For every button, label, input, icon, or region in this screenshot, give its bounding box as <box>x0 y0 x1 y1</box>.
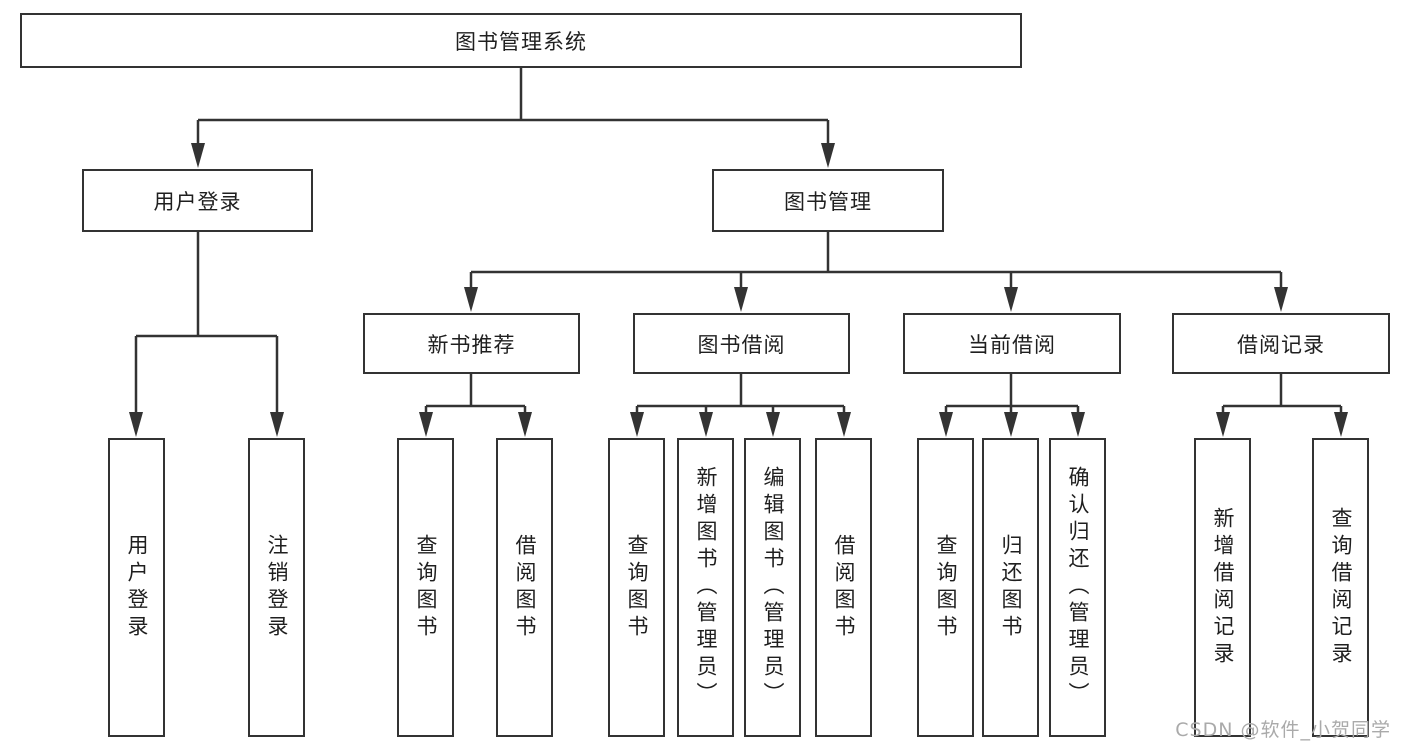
arrow-down-icon <box>1004 287 1018 312</box>
node-root: 图书管理系统 <box>20 13 1022 68</box>
leaf-label: 借阅图书 <box>832 533 856 642</box>
leaf-label: 新增图书（管理员） <box>694 466 718 709</box>
node-book-management: 图书管理 <box>712 169 944 232</box>
leaf-label: 借阅图书 <box>513 533 537 642</box>
connector-userlogin-to-leaves <box>134 232 279 430</box>
leaf-label: 新增借阅记录 <box>1211 506 1235 669</box>
leaf-query-book-borrow: 查询图书 <box>608 438 665 737</box>
connector-root-to-level2 <box>196 68 830 160</box>
leaf-query-book-newrec: 查询图书 <box>397 438 454 737</box>
arrow-down-icon <box>821 143 835 168</box>
arrow-down-icon <box>699 412 713 437</box>
leaf-query-book-current: 查询图书 <box>917 438 974 737</box>
arrow-down-icon <box>419 412 433 437</box>
leaf-label: 查询图书 <box>414 533 438 642</box>
leaf-return-book: 归还图书 <box>982 438 1039 737</box>
leaf-label: 确认归还（管理员） <box>1066 466 1090 709</box>
leaf-label: 注销登录 <box>265 533 289 642</box>
arrow-down-icon <box>630 412 644 437</box>
leaf-label: 用户登录 <box>125 533 149 642</box>
arrow-down-icon <box>129 412 143 437</box>
arrow-down-icon <box>837 412 851 437</box>
arrow-down-icon <box>1274 287 1288 312</box>
arrow-down-icon <box>270 412 284 437</box>
leaf-add-borrow-record: 新增借阅记录 <box>1194 438 1251 737</box>
leaf-label: 查询图书 <box>625 533 649 642</box>
arrow-down-icon <box>464 287 478 312</box>
connector-newbook-to-leaves <box>424 374 527 430</box>
leaf-label: 查询借阅记录 <box>1329 506 1353 669</box>
arrow-down-icon <box>1334 412 1348 437</box>
arrow-down-icon <box>1071 412 1085 437</box>
leaf-edit-book-admin: 编辑图书（管理员） <box>744 438 801 737</box>
leaf-user-login: 用户登录 <box>108 438 165 737</box>
leaf-borrow-book: 借阅图书 <box>815 438 872 737</box>
connector-borrowrecords-to-leaves <box>1221 374 1343 430</box>
leaf-add-book-admin: 新增图书（管理员） <box>677 438 734 737</box>
arrow-down-icon <box>734 287 748 312</box>
node-user-login: 用户登录 <box>82 169 313 232</box>
leaf-label: 查询图书 <box>934 533 958 642</box>
arrow-down-icon <box>1216 412 1230 437</box>
arrow-down-icon <box>518 412 532 437</box>
leaf-query-borrow-record: 查询借阅记录 <box>1312 438 1369 737</box>
arrow-down-icon <box>191 143 205 168</box>
leaf-label: 归还图书 <box>999 533 1023 642</box>
leaf-confirm-return-admin: 确认归还（管理员） <box>1049 438 1106 737</box>
leaf-borrow-book-newrec: 借阅图书 <box>496 438 553 737</box>
connector-bookborrow-to-leaves <box>635 374 846 430</box>
node-book-borrow: 图书借阅 <box>633 313 850 374</box>
node-current-borrow: 当前借阅 <box>903 313 1121 374</box>
leaf-label: 编辑图书（管理员） <box>761 466 785 709</box>
connector-bookmgmt-to-level3 <box>469 232 1283 305</box>
node-borrow-records: 借阅记录 <box>1172 313 1390 374</box>
arrow-down-icon <box>939 412 953 437</box>
leaf-logout: 注销登录 <box>248 438 305 737</box>
arrow-down-icon <box>766 412 780 437</box>
arrow-down-icon <box>1004 412 1018 437</box>
arrowheads <box>129 143 1348 437</box>
node-new-book-recommend: 新书推荐 <box>363 313 580 374</box>
